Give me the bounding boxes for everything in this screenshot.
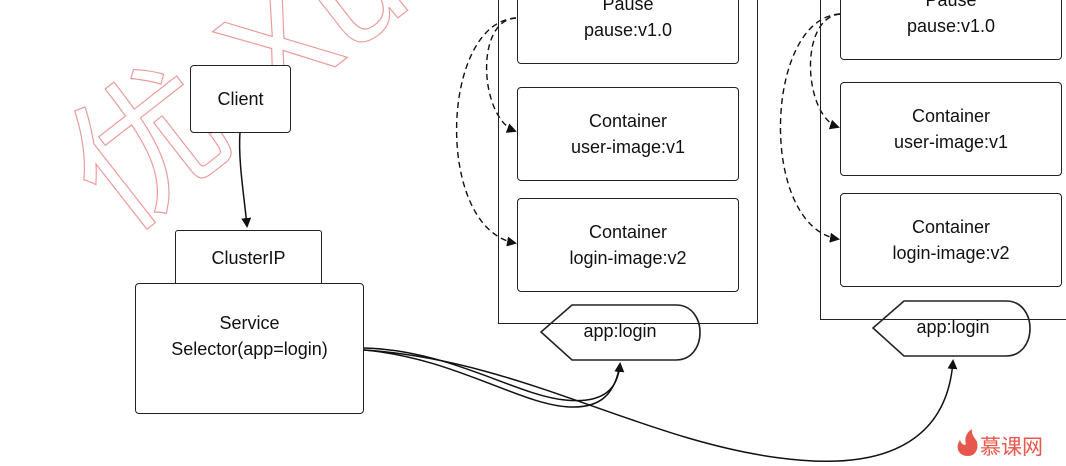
pod2-pause-box: Pause pause:v1.0 [840,0,1062,60]
pod1-container-user-title: Container [588,111,668,131]
pod1-container-login-image: login-image:v2 [569,248,687,268]
pod2-container-user: Container user-image:v1 [840,82,1062,176]
pod1-container-login-title: Container [588,222,668,242]
pod1-pause-to-user-dashed-arrow [485,17,517,133]
service-to-pod2-arrow [363,349,958,463]
pod1-label-tag-shape [539,304,701,361]
pod2-container-login-title: Container [911,217,991,237]
service-selector: Selector(app=login) [171,339,328,359]
pod2-pause-to-login-dashed-arrow [779,13,841,243]
pod1-pause-image: pause:v1.0 [583,20,673,40]
pod2-label-tag-shape [871,300,1031,357]
service-box: Service Selector(app=login) [135,283,364,414]
pod2-container-user-title: Container [911,106,991,126]
clusterip-box: ClusterIP [175,230,322,284]
service-title: Service [219,313,280,333]
pod1-container-user: Container user-image:v1 [517,87,739,181]
brand-logo: 慕课网 [957,429,1043,459]
pod1-frame [498,0,758,324]
pod1-label-tag: app:login [583,321,657,341]
pod1-container-login: Container login-image:v2 [517,198,739,292]
pod2-pause-to-user-dashed-arrow [809,13,841,130]
pod2-label-tag: app:login [916,317,990,337]
pod2-container-login-image: login-image:v2 [892,243,1010,263]
pod1-pause-title: Pause [602,0,654,14]
pod2-container-login: Container login-image:v2 [840,193,1062,287]
flame-icon [957,429,978,456]
service-to-pod1-arrow-b [363,349,621,408]
client-to-clusterip-arrow [238,131,252,228]
pod1-container-user-image: user-image:v1 [570,137,686,157]
pod2-container-user-image: user-image:v1 [893,132,1009,152]
client-box: Client [190,65,291,133]
pod1-pause-box: Pause pause:v1.0 [517,0,739,64]
brand-text: 慕课网 [980,436,1043,459]
client-label: Client [217,89,264,109]
pod1-pause-to-login-dashed-arrow [455,17,517,247]
pod2-frame [820,0,1066,320]
pod2-pause-title: Pause [925,0,977,10]
pod2-pause-image: pause:v1.0 [906,16,996,36]
clusterip-label: ClusterIP [211,247,286,268]
